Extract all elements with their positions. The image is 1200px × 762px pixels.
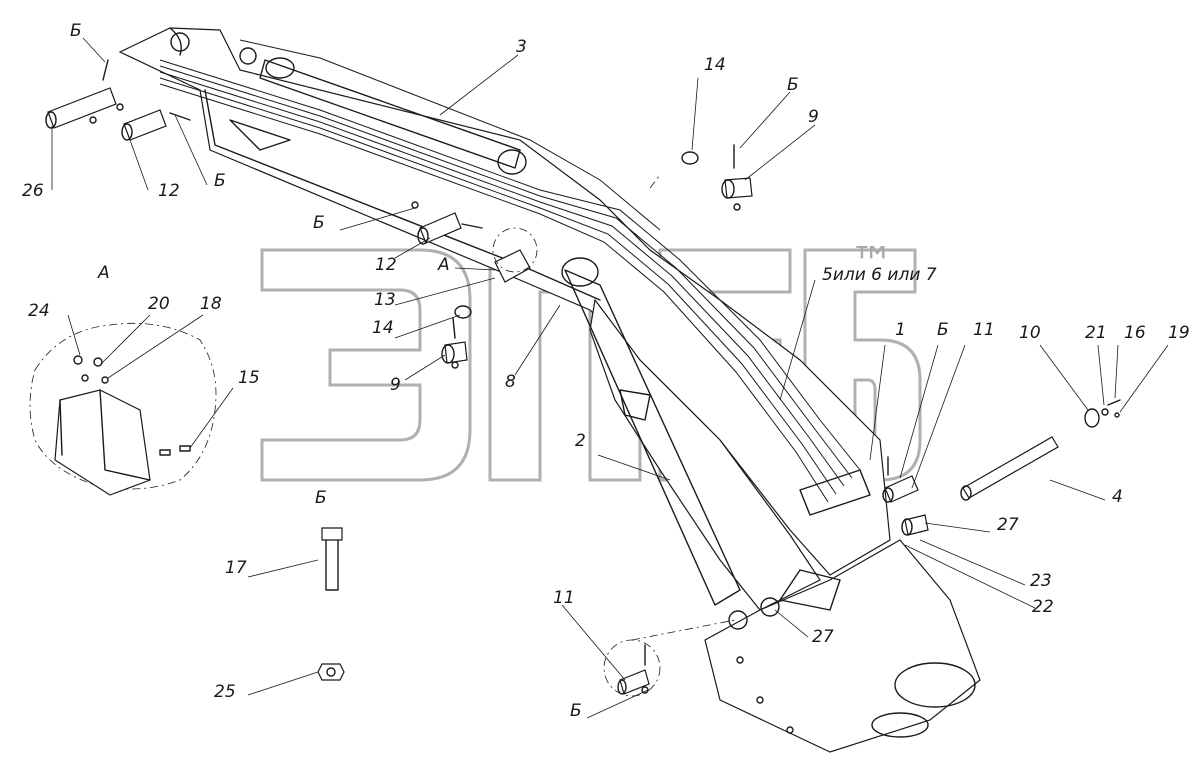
label-detail-a: А: [97, 263, 110, 283]
label-4: 4: [1112, 487, 1123, 507]
label-19: 19: [1168, 323, 1190, 343]
label-11-right: 11: [973, 320, 995, 340]
label-b-bottom: Б: [570, 701, 582, 721]
cylinder-3: [259, 57, 527, 175]
label-21: 21: [1085, 323, 1107, 343]
watermark-mark: ™: [850, 238, 894, 289]
label-12-top: 12: [158, 181, 180, 201]
label-25: 25: [214, 682, 236, 702]
label-b-mid: Б: [313, 213, 325, 233]
label-b-9: Б: [787, 75, 799, 95]
label-1: 1: [895, 320, 906, 340]
label-20: 20: [148, 294, 170, 314]
label-14-top: 14: [704, 55, 726, 75]
leader-lines: [51, 37, 1169, 719]
loose-parts: [45, 59, 1121, 697]
detail-a: [29, 322, 217, 496]
hoses: [159, 39, 871, 516]
label-b-top: Б: [70, 21, 82, 41]
label-2: 2: [575, 431, 586, 451]
label-3: 3: [516, 37, 527, 57]
label-5-6-7: 5или 6 или 7: [822, 265, 937, 285]
label-27-bottom: 27: [812, 627, 834, 647]
label-b-12: Б: [214, 171, 226, 191]
label-23: 23: [1030, 571, 1052, 591]
label-b-17: Б: [315, 488, 327, 508]
label-15: 15: [238, 368, 260, 388]
labels: Б 26 12 Б 3 14 Б 9 Б 12 А 13 14 9 8 5или…: [22, 21, 1190, 721]
label-10: 10: [1019, 323, 1041, 343]
label-12-mid: 12: [375, 255, 397, 275]
label-9-top: 9: [808, 107, 819, 127]
label-27-right: 27: [997, 515, 1019, 535]
label-a-mid: А: [437, 255, 450, 275]
label-18: 18: [200, 294, 222, 314]
label-16: 16: [1124, 323, 1146, 343]
label-13: 13: [374, 290, 396, 310]
label-8: 8: [505, 372, 516, 392]
label-11-bottom: 11: [553, 588, 575, 608]
label-17: 17: [225, 558, 247, 578]
label-26: 26: [22, 181, 44, 201]
label-22: 22: [1032, 597, 1054, 617]
label-b-1: Б: [937, 320, 949, 340]
label-14-mid: 14: [372, 318, 394, 338]
label-24: 24: [28, 301, 50, 321]
label-9-mid: 9: [390, 375, 401, 395]
boom-arm: [118, 27, 981, 753]
cylinder-2: [561, 257, 741, 606]
